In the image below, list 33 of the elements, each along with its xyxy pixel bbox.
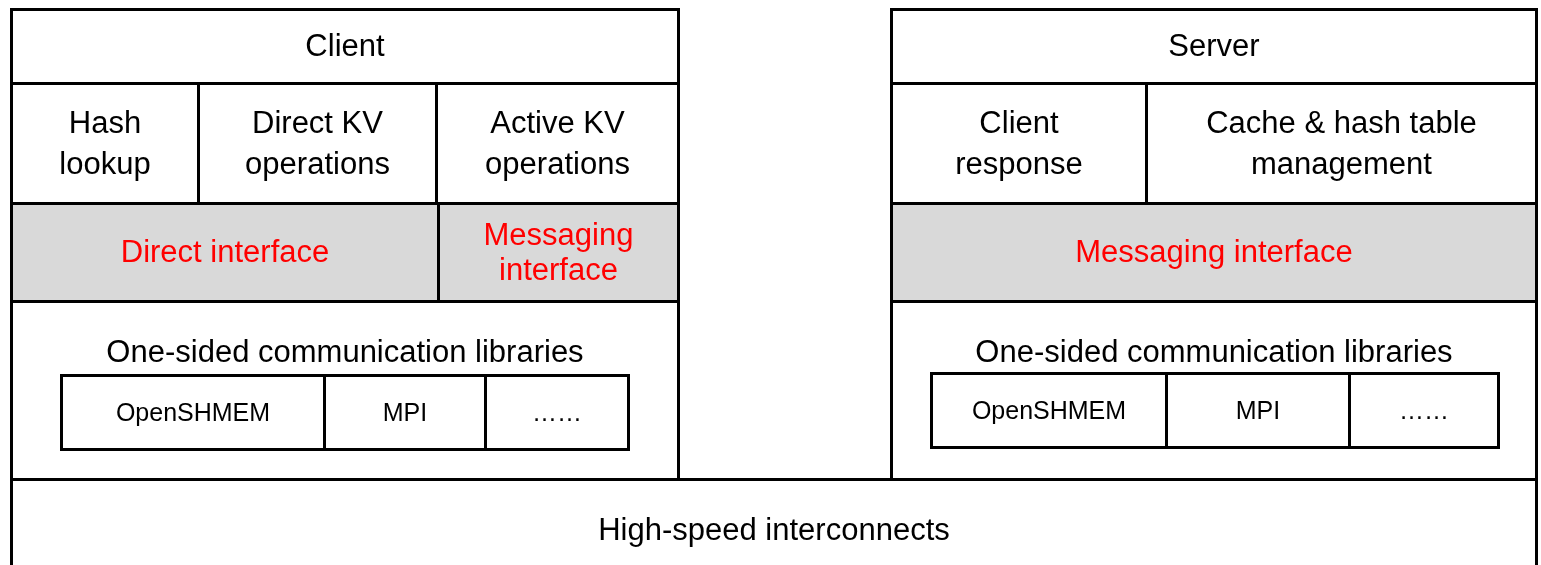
layer-label: Client response [954,104,1084,183]
layer-label: Cache & hash table management [1205,104,1478,183]
library-box [484,374,630,451]
layer-label: Direct interface [119,235,331,270]
layer-label: Direct KV operations [244,104,391,183]
layer-label: One-sided communication libraries [974,333,1454,371]
library-box [323,374,487,451]
interface-box [437,202,680,303]
layer-label: Server [1167,27,1261,66]
layer-label: …… [1398,394,1450,426]
library-box [1165,372,1351,449]
interface-box [10,202,440,303]
layer-label: Active KV operations [484,104,631,183]
layer-label: MPI [1234,394,1282,426]
layer-label: Hash lookup [58,104,152,183]
layer-label: Client [304,27,386,66]
layer-label: MPI [381,396,429,428]
layer-label: Messaging interface [482,218,635,287]
library-box [1348,372,1500,449]
layer-box [890,8,1538,85]
library-box [930,372,1168,449]
interface-box [890,202,1538,303]
interconnect-bar [10,478,1538,565]
library-layer-box [890,300,1538,481]
library-layer-box [10,300,680,481]
layer-box [10,8,680,85]
layer-label: OpenSHMEM [114,396,272,428]
layer-label: High-speed interconnects [597,511,951,549]
layer-label: OpenSHMEM [970,394,1128,426]
library-box [60,374,326,451]
layer-label: One-sided communication libraries [105,333,585,371]
layer-label: Messaging interface [1074,235,1354,270]
layer-label: …… [531,396,583,428]
